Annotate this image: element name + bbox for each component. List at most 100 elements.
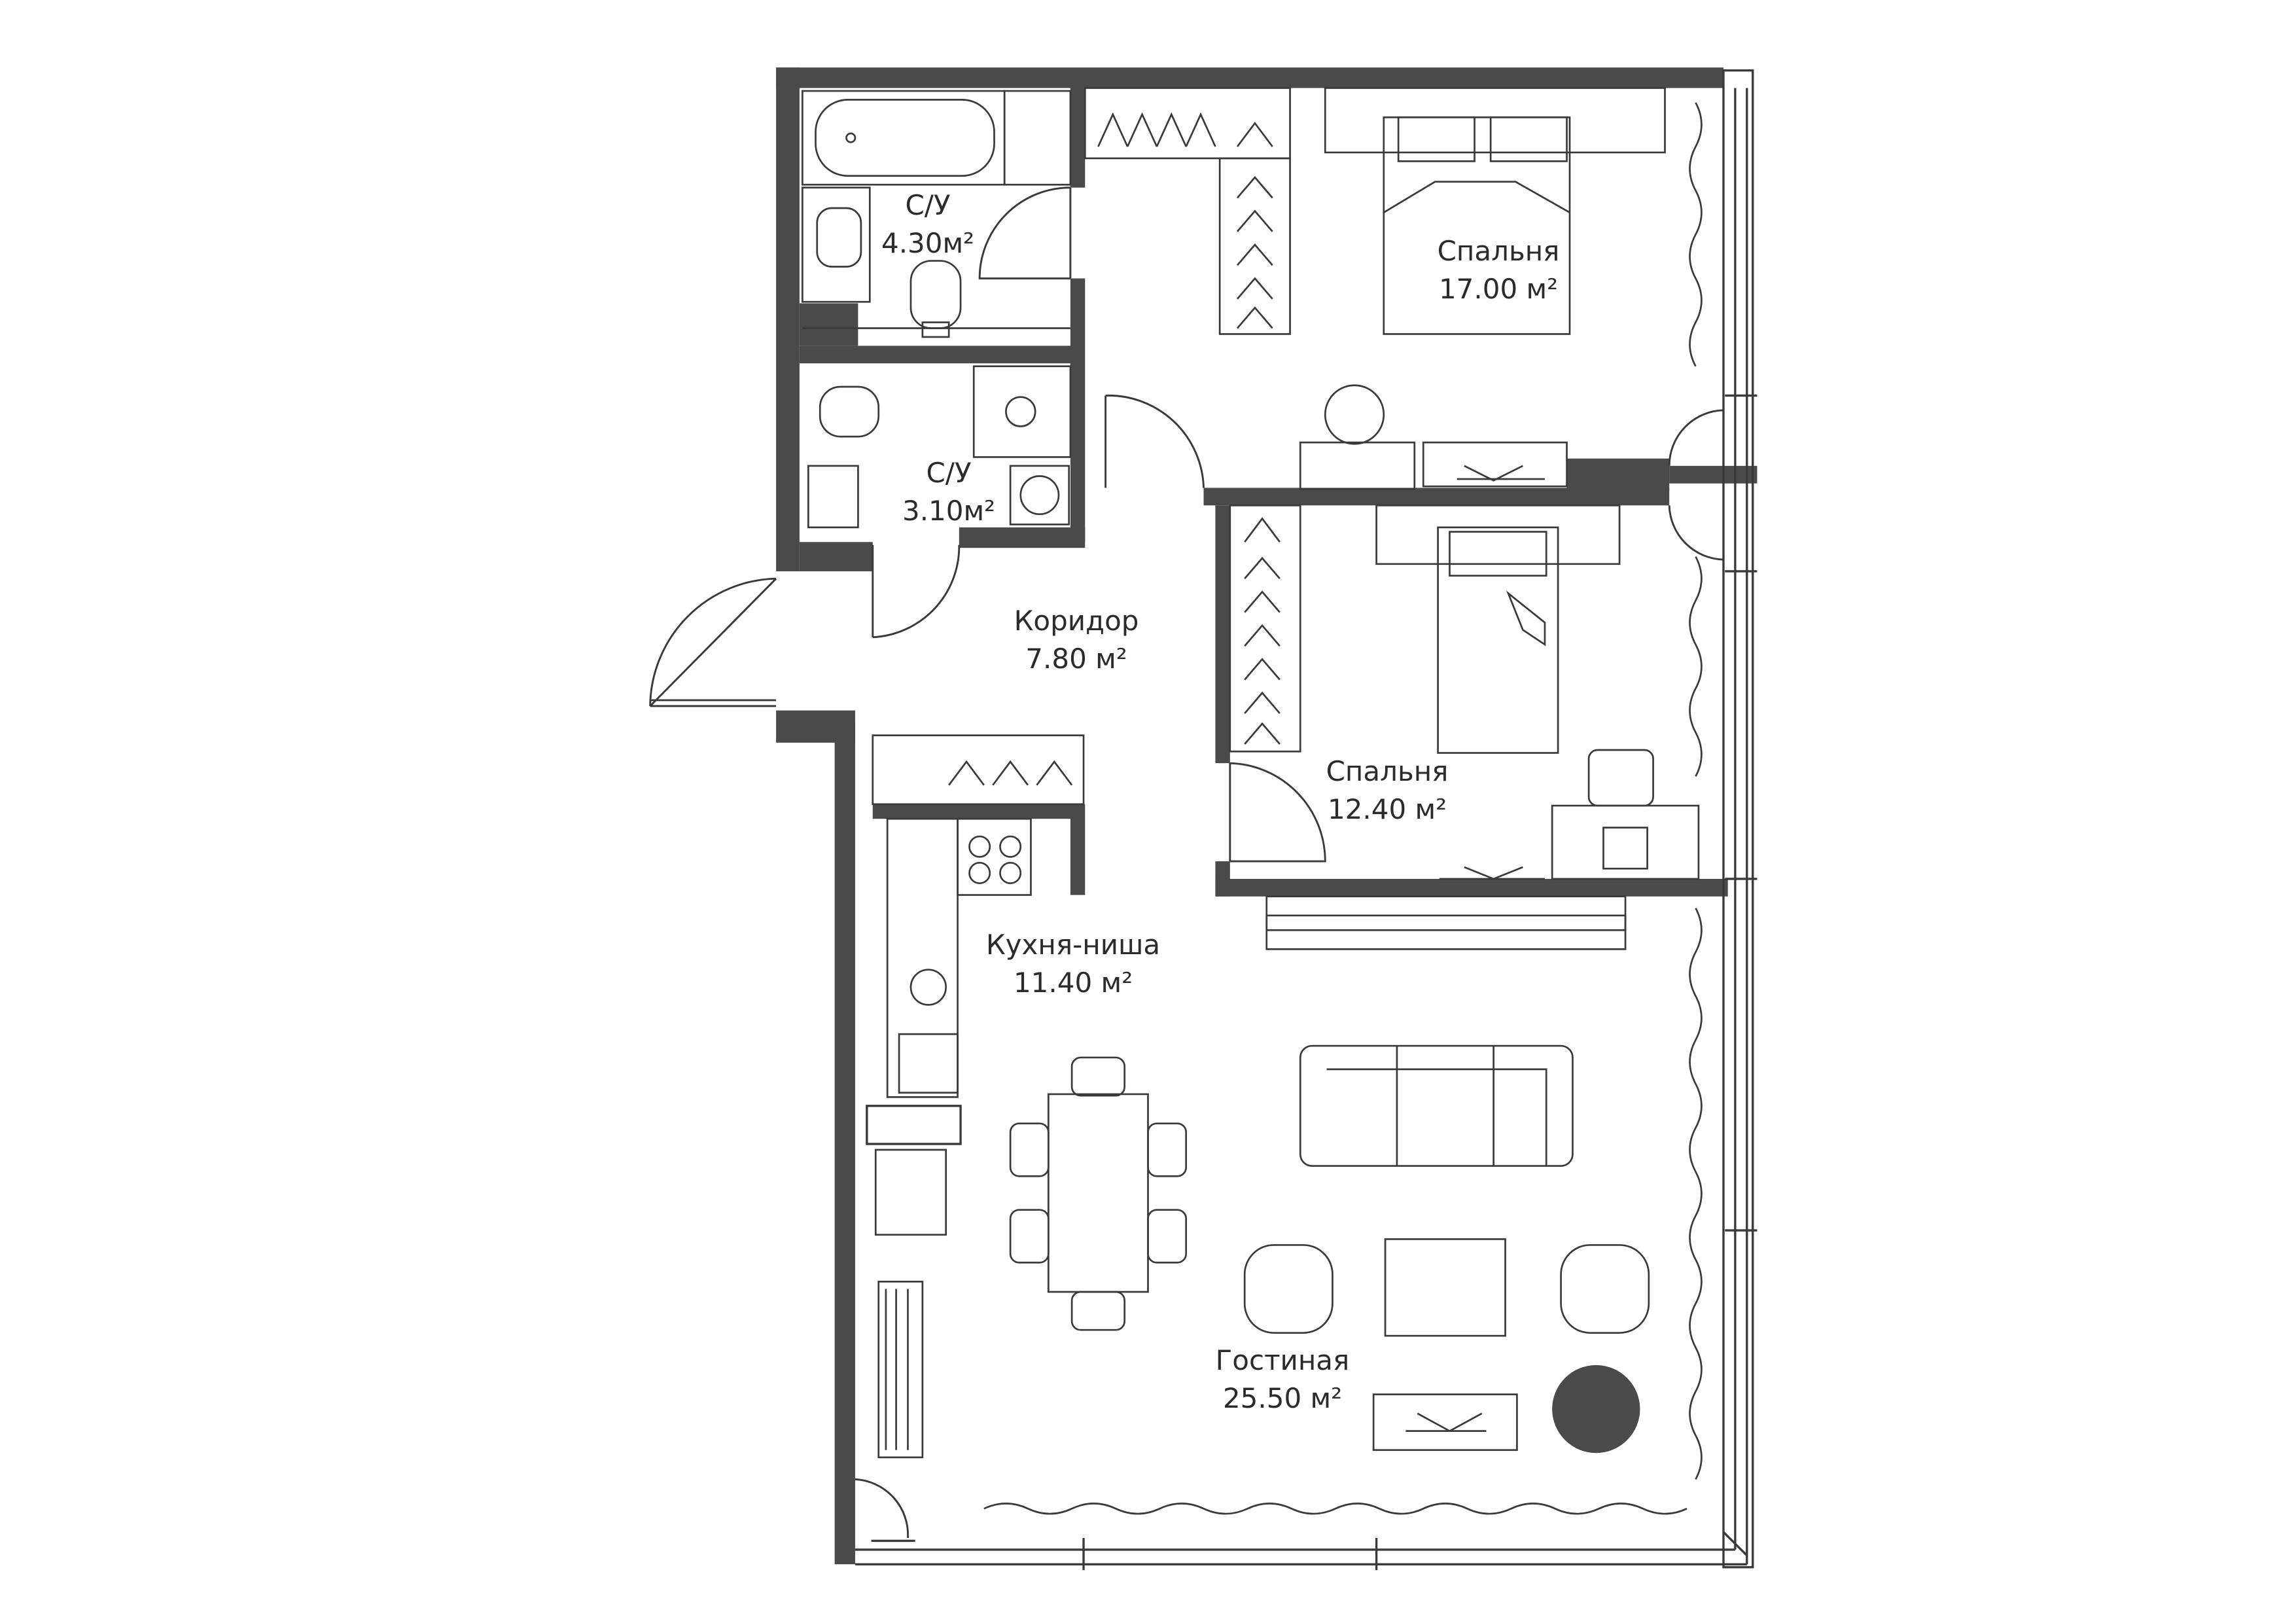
shaft-1 xyxy=(799,303,858,346)
balcony-door-bedroom1[interactable] xyxy=(1668,409,1724,466)
wall-entry-jamb xyxy=(776,710,855,743)
tv-stand-1 xyxy=(1422,441,1568,488)
room-label-bedroom2: Спальня 12.40 м² xyxy=(1326,753,1449,829)
chair-left-2 xyxy=(1009,1209,1050,1264)
curtain-living-bottom xyxy=(983,1503,1687,1515)
toilet-2 xyxy=(819,385,880,438)
pillow-2 xyxy=(1449,531,1547,577)
dishwasher xyxy=(898,1033,959,1094)
wardrobe-2 xyxy=(1229,504,1301,753)
sink-1 xyxy=(816,207,862,268)
wall-left-upper xyxy=(776,67,800,571)
wardrobe-side xyxy=(1218,157,1291,335)
doors xyxy=(649,187,1724,1539)
tv-2 xyxy=(1439,866,1545,880)
wall-bedroom2-stub xyxy=(1215,861,1230,897)
shower-drain xyxy=(1005,396,1036,427)
room-name: Коридор xyxy=(1014,605,1139,637)
room-name: С/У xyxy=(905,189,951,221)
wall-bath-right-upper xyxy=(1070,88,1086,188)
curtain-living-right xyxy=(1689,908,1703,1480)
wall-kitchen-pillar xyxy=(1070,804,1086,895)
wall-bath2-bottom-right xyxy=(959,527,1086,548)
toilet-1-tank xyxy=(921,321,950,338)
balcony-door-bedroom2[interactable] xyxy=(1668,505,1724,561)
wall-facade-pillar xyxy=(1669,465,1757,484)
stove xyxy=(957,817,1032,896)
bath2-door[interactable] xyxy=(872,544,961,639)
bookshelf xyxy=(1265,895,1627,950)
wall-bath2-bottom-left xyxy=(799,542,873,571)
bed-2 xyxy=(1437,526,1559,754)
burner-2 xyxy=(999,835,1022,858)
room-area: 11.40 м² xyxy=(1013,967,1133,999)
kitchen-wardrobe xyxy=(872,734,1085,806)
coffee-table xyxy=(1384,1238,1506,1337)
bathtub-inner xyxy=(815,99,995,177)
tv-living xyxy=(1405,1412,1487,1433)
hangers-2 xyxy=(1244,517,1280,745)
dining-table xyxy=(1047,1093,1149,1293)
sink-counter-1 xyxy=(802,187,871,303)
wall-bath-right-lower xyxy=(1070,278,1086,543)
glazing-corner xyxy=(1722,1531,1748,1557)
room-name: Гостиная xyxy=(1215,1344,1350,1376)
furniture xyxy=(802,87,1700,1459)
bathtub-drain xyxy=(845,132,857,143)
shaft-outline xyxy=(866,1105,962,1145)
round-rug xyxy=(1552,1364,1640,1454)
room-label-living: Гостиная 25.50 м² xyxy=(1216,1342,1350,1418)
wall-outlines xyxy=(866,69,1754,1569)
column-outline xyxy=(1722,69,1754,1569)
pillow-1b xyxy=(1489,116,1568,162)
shelving-left xyxy=(877,1281,924,1459)
wall-bath-divider xyxy=(799,346,1084,364)
curtain-bedroom2 xyxy=(1689,556,1703,777)
sink-2 xyxy=(807,465,859,529)
kitchen-hangers xyxy=(948,760,1073,786)
round-stool xyxy=(1324,384,1385,445)
room-area: 25.50 м² xyxy=(1222,1382,1343,1414)
wardrobe-top xyxy=(1084,87,1291,160)
burner-4 xyxy=(999,861,1022,884)
room-name: С/У xyxy=(926,457,972,489)
bath1-door[interactable] xyxy=(978,187,1072,279)
entry-door[interactable] xyxy=(649,577,777,707)
washing-machine xyxy=(1009,465,1070,526)
wall-kitchen-block xyxy=(872,804,1084,819)
wall-bedroom2-bottom xyxy=(1215,878,1728,897)
kitchen-sink xyxy=(910,969,947,1006)
armchair-right xyxy=(1560,1244,1650,1334)
living-door[interactable] xyxy=(855,1478,910,1539)
laptop xyxy=(1602,827,1648,870)
bedroom2-door[interactable] xyxy=(1229,762,1326,863)
bookshelf-divider xyxy=(1265,914,1627,931)
walls xyxy=(776,67,1757,1565)
room-area: 3.10м² xyxy=(902,495,996,527)
burner-3 xyxy=(968,861,991,884)
room-name: Кухня-ниша xyxy=(985,929,1161,961)
sofa-cushions xyxy=(1326,1046,1547,1166)
chair-2 xyxy=(1587,749,1654,807)
armchair-left xyxy=(1243,1244,1333,1334)
hangers-top xyxy=(1097,112,1273,329)
bed-frame-2 xyxy=(1375,504,1621,565)
chair-right-2 xyxy=(1147,1209,1188,1264)
chair-right-1 xyxy=(1147,1122,1188,1177)
curtains xyxy=(983,102,1703,1515)
room-area: 12.40 м² xyxy=(1327,793,1447,825)
room-label-bath2: С/У 3.10м² xyxy=(902,454,995,530)
bedroom1-door[interactable] xyxy=(1104,394,1205,488)
bed-frame-1 xyxy=(1324,87,1666,154)
wall-top xyxy=(776,67,1723,88)
sofa xyxy=(1299,1044,1574,1167)
toilet-1 xyxy=(910,260,962,329)
room-area: 7.80 м² xyxy=(1025,643,1127,675)
curtain-bedroom1 xyxy=(1689,102,1703,367)
wall-left-lower xyxy=(834,722,855,1565)
room-label-kitchen: Кухня-ниша 11.40 м² xyxy=(986,926,1160,1002)
room-label-bath1: С/У 4.30м² xyxy=(881,187,974,262)
bathtub xyxy=(802,90,1006,186)
bath-partition xyxy=(1003,90,1072,186)
wall-bedroom-block xyxy=(1566,458,1670,491)
